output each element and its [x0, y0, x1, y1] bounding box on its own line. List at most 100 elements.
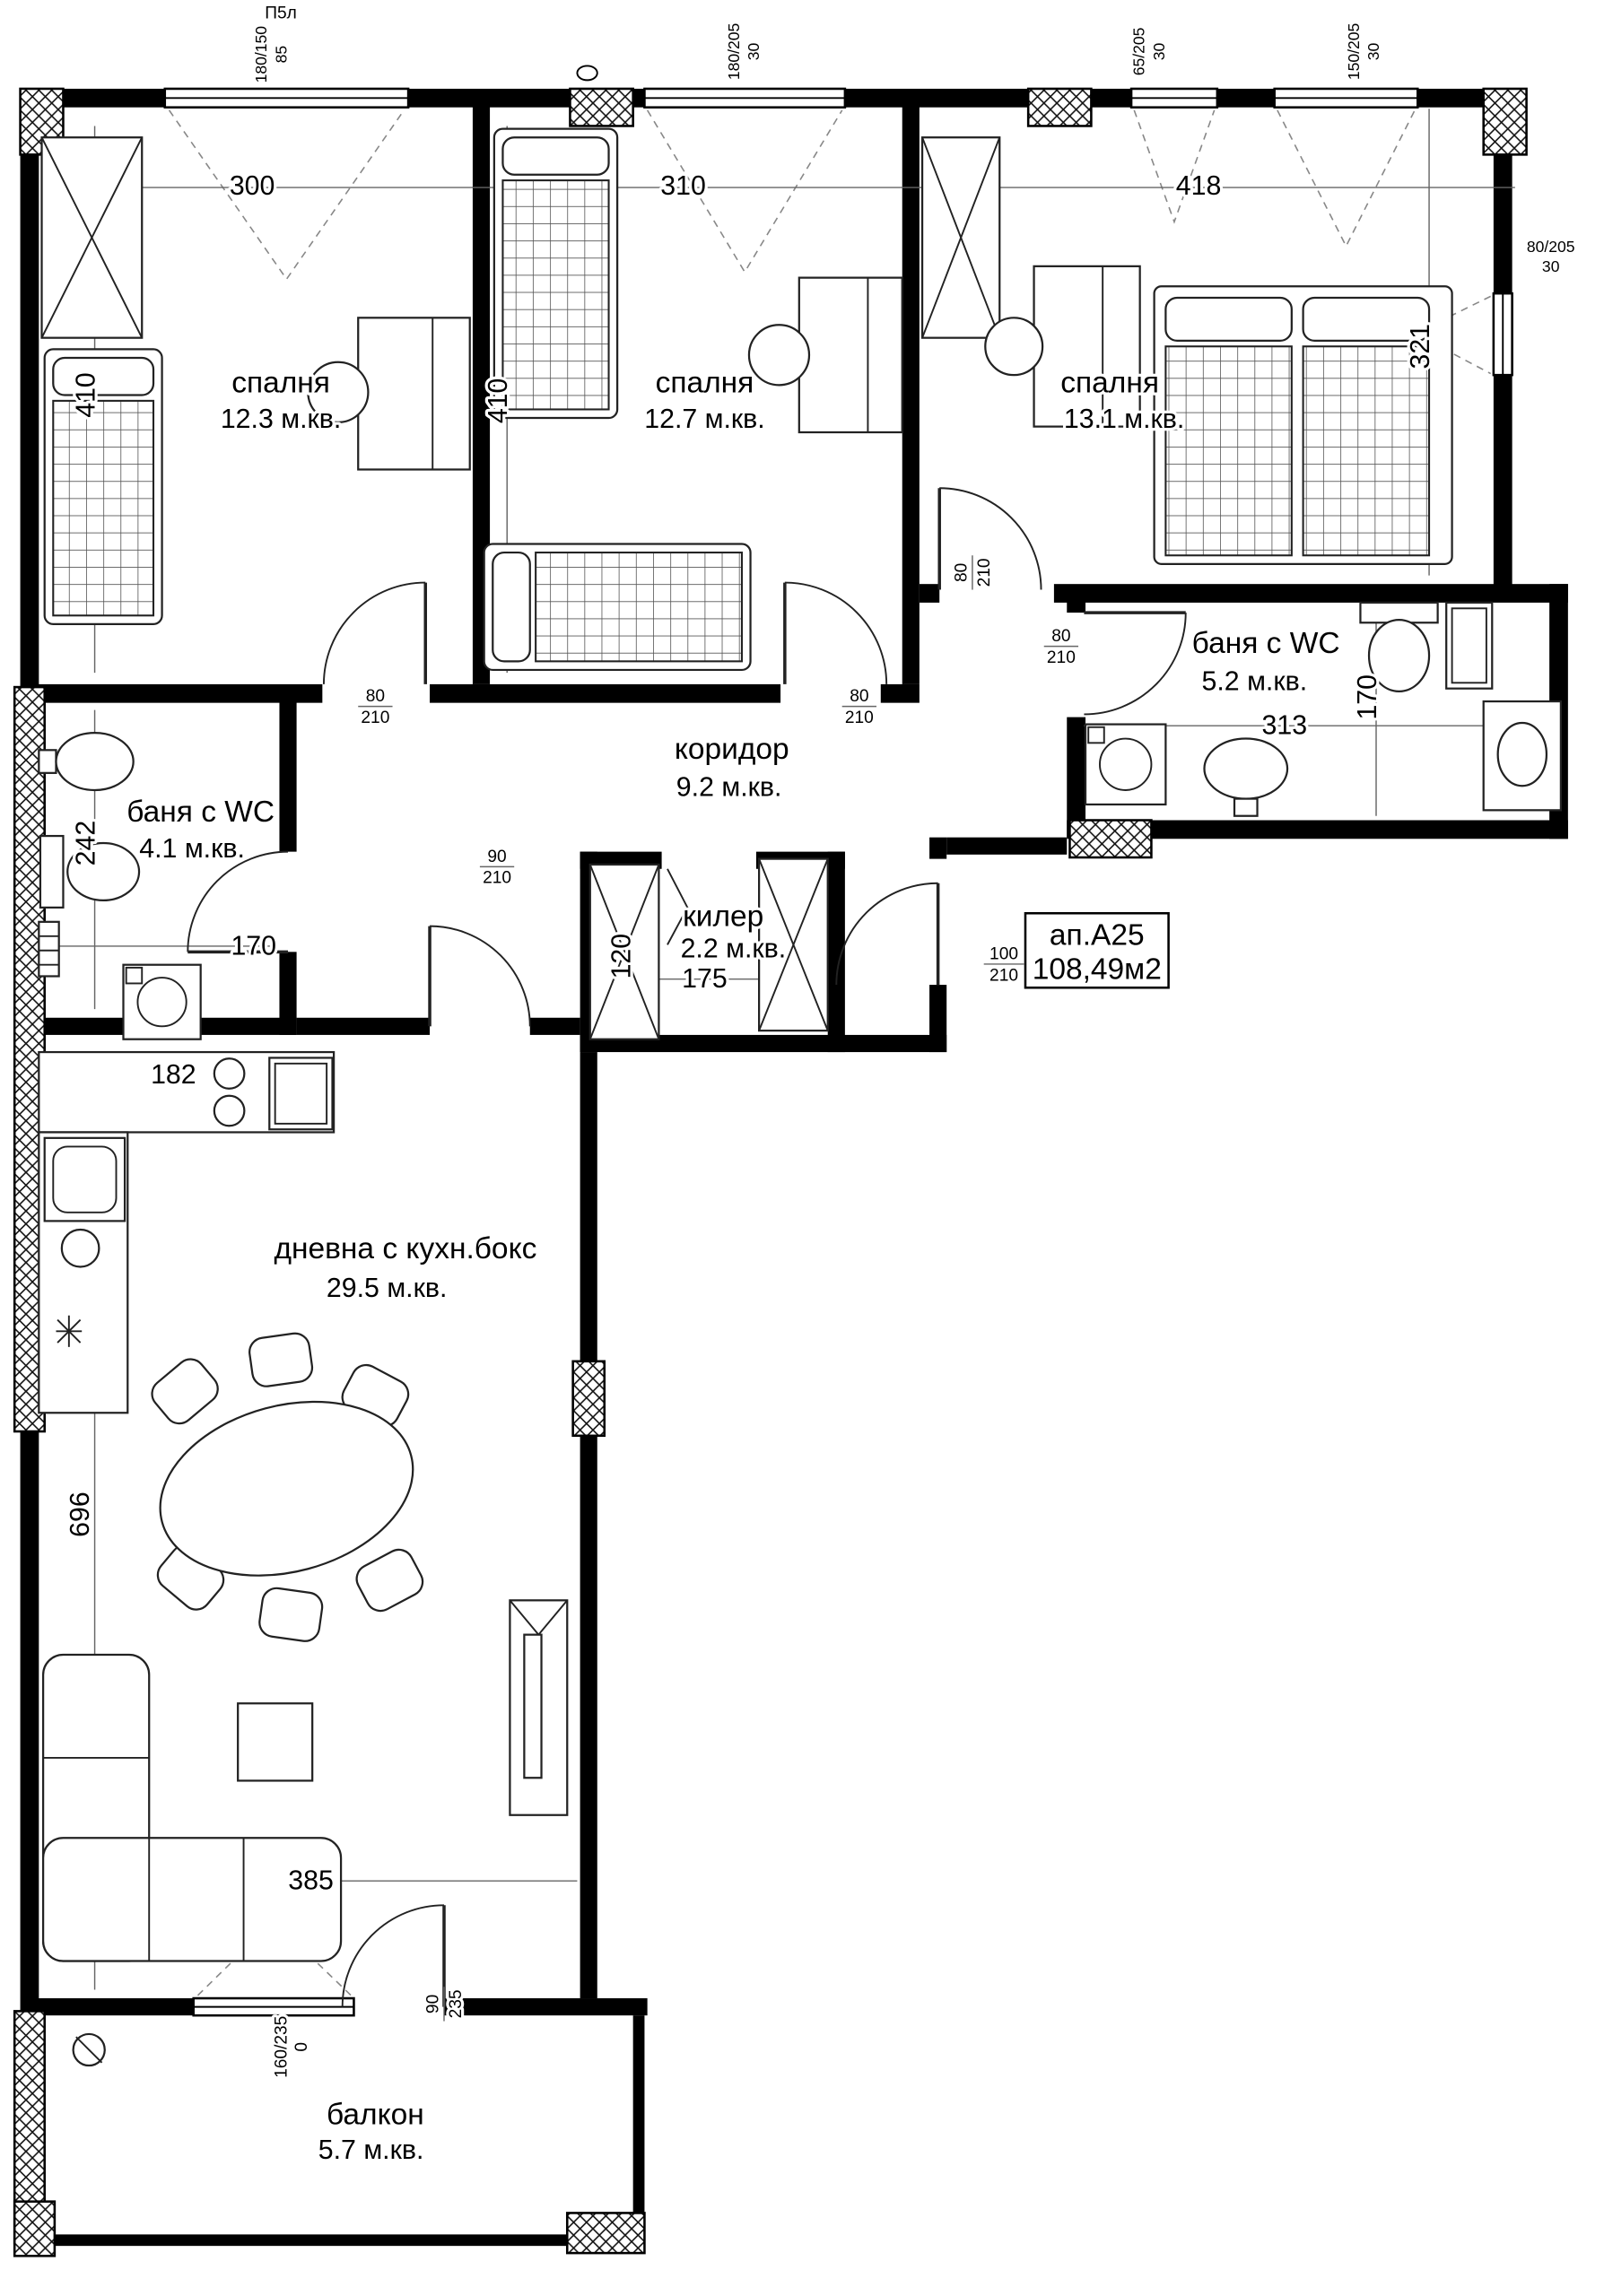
apartment-area: 108,49м2 [1033, 953, 1162, 987]
desk-icon [1033, 265, 1141, 428]
desk-icon [798, 276, 903, 434]
kitchen-sink-icon [43, 1136, 126, 1222]
closet-folding-door [667, 868, 689, 945]
closet-shelves [588, 857, 829, 1040]
door-bath-left-height: 210 [483, 869, 511, 888]
mattress [1164, 345, 1293, 557]
door-bedroom2-height: 210 [845, 709, 874, 727]
panel-marker-label: П5л [265, 4, 297, 23]
door-bath-right [1084, 611, 1187, 716]
toilet-icon [66, 841, 141, 902]
fridge-icon [268, 1057, 334, 1131]
dim-310: 310 [660, 171, 706, 201]
door-bedroom2-width: 80 [850, 687, 868, 706]
walls [20, 88, 1568, 2247]
room-label-closet: килер [683, 900, 763, 934]
sink-icon [55, 732, 135, 792]
room-area-closet: 2.2 м.кв. [681, 935, 787, 964]
radiator-icon [38, 920, 60, 978]
dim-385: 385 [288, 1866, 334, 1896]
window4-size-label: 150/205 [1345, 23, 1363, 81]
toilet-tank [39, 834, 65, 909]
door-bath-right-height: 210 [1047, 648, 1076, 667]
window-balcony-sill: 0 [292, 2042, 311, 2052]
door-bedroom1-width: 80 [366, 687, 385, 706]
door-bedroom3-width: 80 [953, 563, 972, 582]
chair-icon [307, 361, 370, 423]
sink-pedestal [1233, 797, 1259, 817]
windows [163, 65, 1513, 2017]
survey-point [576, 65, 598, 82]
chair-icon [258, 1587, 324, 1642]
apartment-label-box [1024, 911, 1170, 989]
dim-175: 175 [682, 964, 728, 994]
dim-242: 242 [72, 821, 101, 866]
door-bath-left [187, 850, 289, 954]
boiler-icon [60, 1228, 100, 1268]
hatched-column [565, 2212, 646, 2255]
room-label-corridor: коридор [675, 733, 789, 766]
dining-table-icon [159, 1400, 414, 1577]
mattress [52, 399, 155, 617]
room-label-bedroom3: спалня [1060, 366, 1159, 399]
door-bedroom3-height: 210 [975, 558, 994, 587]
dim-313: 313 [1262, 711, 1308, 741]
room-area-balcony: 5.7 м.кв. [318, 2135, 424, 2165]
mattress [1302, 345, 1431, 557]
labels: П5л 180/150 85 180/205 30 65/205 30 150/… [63, 4, 1578, 2168]
door-entrance [835, 882, 940, 986]
room-area-bath-left: 4.1 м.кв. [139, 834, 245, 864]
window3-size-label: 65/205 [1129, 27, 1147, 75]
tv-screen [523, 1633, 543, 1779]
room-label-bath-left: баня с WC [126, 796, 275, 829]
door-balcony-height: 235 [447, 1989, 466, 2018]
stove-burner-icon [213, 1057, 246, 1090]
chair-icon [355, 1548, 424, 1613]
hatched-column [13, 2200, 57, 2257]
tap [38, 749, 57, 774]
toilet-icon [1367, 618, 1431, 692]
window1-size-label: 180/150 [252, 26, 270, 83]
dim-410-b: 410 [484, 378, 513, 424]
mattress [535, 552, 744, 663]
window5-size-label: 80/205 [1527, 238, 1575, 256]
bath-left-fixtures [38, 732, 202, 1040]
room-area-bedroom1: 12.3 м.кв. [221, 404, 341, 434]
window3-sill-label: 30 [1150, 42, 1168, 60]
room-label-balcony: балкон [327, 2098, 424, 2131]
window-balcony-size: 160/235 [272, 2016, 291, 2078]
drain-symbol [56, 1315, 83, 1347]
washing-machine-icon [122, 963, 202, 1040]
desk-icon [357, 317, 471, 471]
door-bath-left-width: 90 [487, 848, 506, 866]
door-bath-right-width: 80 [1051, 627, 1070, 646]
dim-182: 182 [151, 1060, 196, 1090]
coffee-table-icon [237, 1702, 314, 1782]
room-label-bedroom2: спалня [656, 366, 754, 399]
room-label-bath-right: баня с WC [1192, 627, 1340, 660]
dim-321: 321 [1406, 324, 1435, 370]
pillow-icon [501, 136, 610, 176]
apartment-number: ап.А25 [1050, 918, 1145, 952]
hatched-column [1026, 87, 1093, 127]
window2-sill-label: 30 [745, 42, 763, 60]
mattress [501, 179, 610, 411]
dim-170-right: 170 [1353, 674, 1382, 720]
dim-410-a: 410 [72, 372, 101, 418]
pillow-icon [1164, 296, 1293, 342]
dining-set [151, 1332, 424, 1642]
room-label-living: дневна с кухн.бокс [274, 1232, 536, 1265]
bath-right-fixtures [1084, 601, 1563, 817]
window5-sill-label: 30 [1542, 257, 1560, 275]
room-area-living: 29.5 м.кв. [327, 1274, 447, 1303]
door-bedroom2 [783, 581, 888, 684]
kitchen [38, 1050, 336, 1414]
dim-120: 120 [606, 934, 636, 979]
door-entrance-width: 100 [989, 944, 1018, 963]
door-bedroom1-height: 210 [361, 709, 389, 727]
door-bedroom3 [937, 487, 1042, 590]
window2-size-label: 180/205 [725, 23, 743, 81]
hatched-column [571, 1360, 606, 1438]
